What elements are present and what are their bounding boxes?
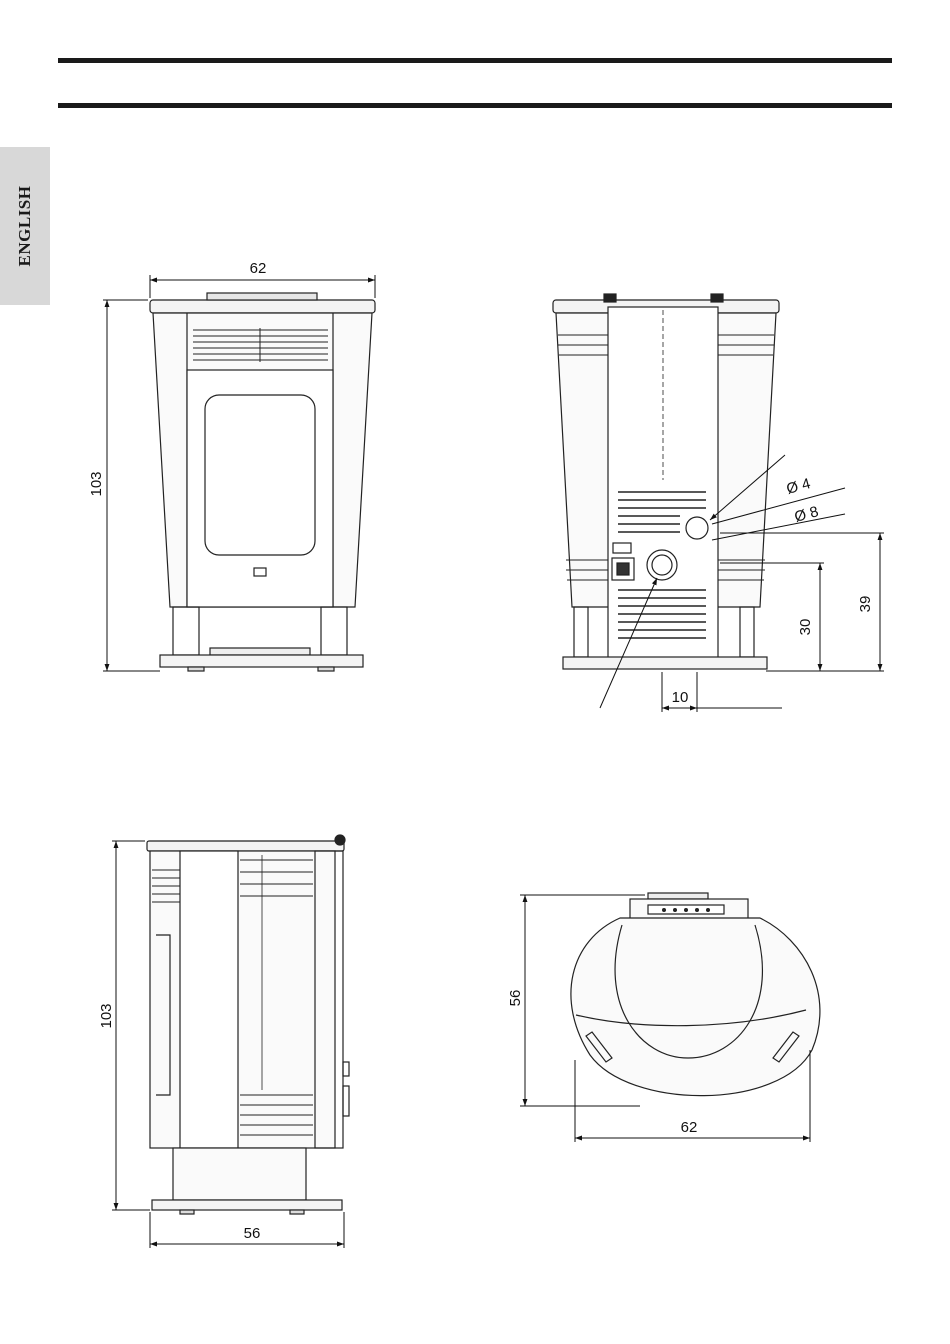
flue-diameter-large-label: Ø 8 bbox=[793, 503, 821, 526]
front-height-label: 103 bbox=[88, 471, 105, 496]
side-view bbox=[147, 835, 349, 1214]
back-view bbox=[553, 294, 779, 669]
flue-diameter-small-label: Ø 4 bbox=[785, 475, 813, 498]
front-width-label: 62 bbox=[250, 260, 267, 277]
back-height-lower-label: 30 bbox=[797, 619, 814, 636]
side-depth-label: 56 bbox=[244, 1225, 261, 1242]
side-height-label: 103 bbox=[98, 1003, 115, 1028]
back-offset-label: 10 bbox=[672, 689, 689, 706]
front-view bbox=[150, 293, 375, 671]
top-view bbox=[571, 893, 820, 1096]
top-width-label: 62 bbox=[681, 1119, 698, 1136]
top-depth-label: 56 bbox=[507, 990, 524, 1007]
back-height-upper-label: 39 bbox=[857, 596, 874, 613]
